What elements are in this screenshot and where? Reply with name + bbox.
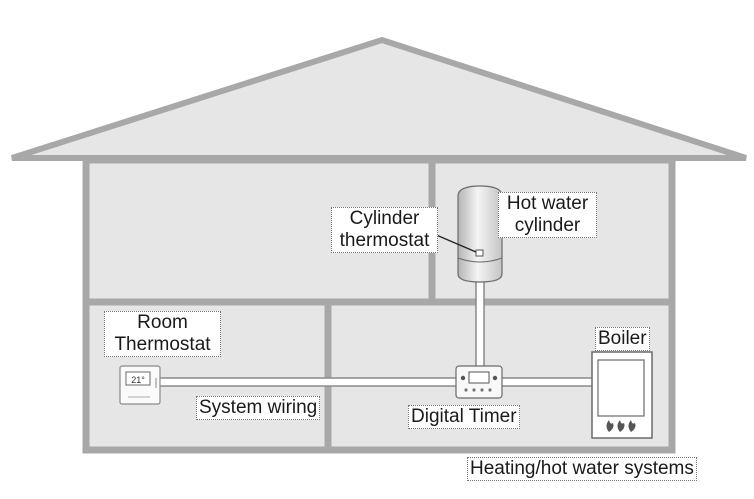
boiler-device: [591, 351, 653, 439]
room-thermostat-device: [119, 365, 161, 405]
room-thermostat-label-line1: Room: [137, 312, 188, 333]
digital-timer-device: [455, 365, 503, 399]
cylinder-thermostat-label-line2: thermostat: [339, 230, 430, 251]
diagram-caption: Heating/hot water systems: [467, 457, 697, 481]
cylinder-thermostat-device: [475, 249, 484, 257]
cylinder-thermostat-label: Cylinder thermostat: [331, 207, 438, 253]
system-wiring-label: System wiring: [196, 396, 321, 420]
flame-icon: [606, 420, 636, 432]
hot-water-cylinder-label-line2: cylinder: [514, 215, 581, 236]
cylinder-thermostat-label-line1: Cylinder: [349, 208, 420, 229]
boiler-label: Boiler: [595, 327, 650, 351]
hot-water-cylinder-label-line1: Hot water: [506, 193, 589, 214]
thermostat-display-text: 21°: [131, 375, 145, 385]
hot-water-cylinder: [457, 185, 503, 283]
room-thermostat-label-line2: Thermostat: [114, 334, 211, 355]
digital-timer-label: Digital Timer: [408, 405, 520, 429]
hot-water-cylinder-label: Hot water cylinder: [498, 192, 597, 238]
room-thermostat-label: Room Thermostat: [104, 311, 221, 357]
roof: [11, 36, 747, 161]
